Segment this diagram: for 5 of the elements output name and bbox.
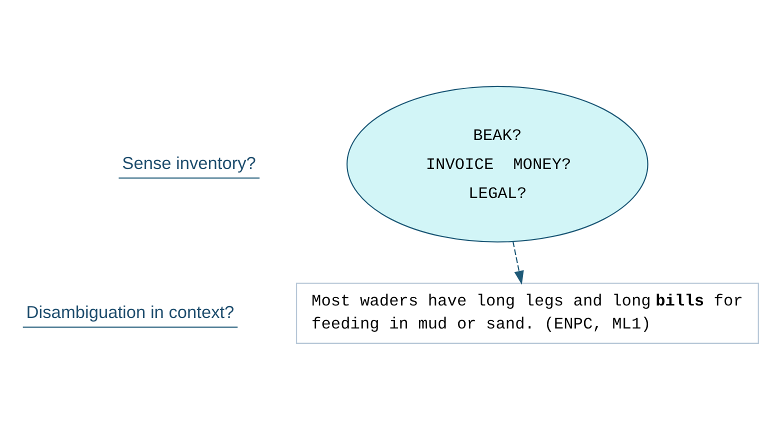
arrow (512, 241, 524, 285)
label: Disambiguation in context? (26, 302, 234, 322)
node-box: Most waders have long legs and long bills for feeding in mud or sand. (ENPC, ML1) (295, 282, 758, 344)
node-ellipse: BEAK? INVOICE MONEY? LEGAL? (346, 86, 648, 243)
label: Sense inventory? (122, 152, 256, 173)
